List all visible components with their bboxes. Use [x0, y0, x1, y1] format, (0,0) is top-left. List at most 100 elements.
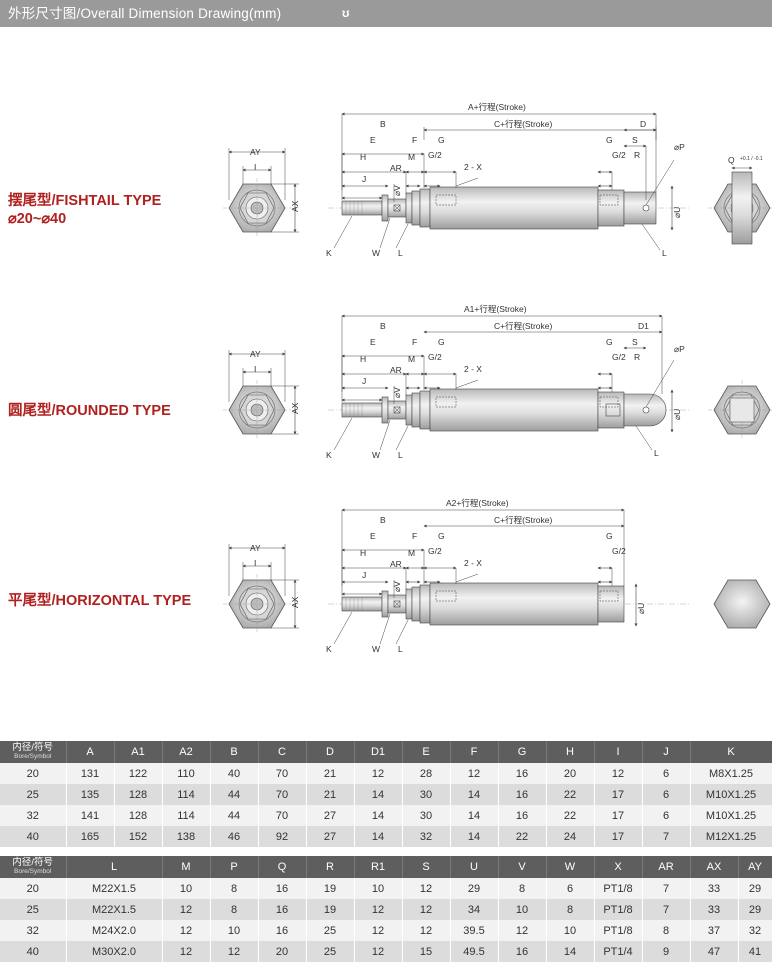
table-cell: 70 — [258, 805, 307, 826]
svg-text:K: K — [326, 248, 332, 258]
svg-text:G: G — [438, 531, 445, 541]
table-cell: 12 — [450, 763, 499, 784]
table-cell: 6 — [642, 805, 691, 826]
table-cell: 32 — [738, 920, 772, 941]
svg-text:2 - X: 2 - X — [464, 162, 482, 172]
column-header: L — [66, 856, 163, 878]
bore-cell: 40 — [0, 826, 67, 847]
svg-text:C+行程(Stroke): C+行程(Stroke) — [494, 321, 552, 331]
svg-text:K: K — [326, 450, 332, 460]
table-cell: 7 — [642, 826, 691, 847]
table-cell: 22 — [498, 826, 547, 847]
table-cell: 16 — [258, 899, 307, 920]
table-cell: 14 — [354, 805, 403, 826]
table-cell: PT1/8 — [594, 920, 643, 941]
svg-text:E: E — [370, 531, 376, 541]
svg-text:W: W — [372, 450, 380, 460]
svg-text:+0.1 / -0.1: +0.1 / -0.1 — [740, 156, 763, 162]
svg-text:B: B — [380, 515, 386, 525]
svg-text:A2+行程(Stroke): A2+行程(Stroke) — [446, 498, 509, 508]
table-cell: 8 — [642, 920, 691, 941]
bore-cell: 25 — [0, 899, 67, 920]
table-cell: 16 — [498, 784, 547, 805]
svg-text:⌀U: ⌀U — [672, 207, 682, 218]
svg-text:R: R — [634, 352, 640, 362]
svg-text:AR: AR — [390, 559, 402, 569]
svg-text:G/2: G/2 — [428, 150, 442, 160]
table-cell: 22 — [546, 784, 595, 805]
svg-text:B: B — [380, 321, 386, 331]
table-cell: 33 — [690, 878, 739, 899]
table-cell: 12 — [354, 920, 403, 941]
column-header: AX — [690, 856, 739, 878]
section-title: 外形尺寸图/Overall Dimension Drawing(mm) — [8, 6, 282, 21]
column-header: M — [162, 856, 211, 878]
table-cell: 12 — [162, 920, 211, 941]
table-cell: 14 — [450, 784, 499, 805]
svg-text:S: S — [632, 135, 638, 145]
table-cell: 21 — [306, 763, 355, 784]
table-cell: 29 — [450, 878, 499, 899]
table-cell: 8 — [210, 878, 259, 899]
fishtail-side-view: A+行程(Stroke) C+行程(Stroke) D B E F G G S … — [326, 102, 691, 258]
svg-text:D: D — [640, 119, 646, 129]
horizontal-end-view — [713, 579, 771, 629]
table-cell: 46 — [210, 826, 259, 847]
column-header: A — [66, 741, 115, 763]
svg-text:J: J — [362, 174, 366, 184]
table-cell: 39.5 — [450, 920, 499, 941]
column-header: A1 — [114, 741, 163, 763]
column-header: G — [498, 741, 547, 763]
svg-text:I: I — [254, 558, 256, 568]
table-cell: 131 — [66, 763, 115, 784]
table-cell: 20 — [258, 941, 307, 962]
column-header: W — [546, 856, 595, 878]
table-cell: 12 — [210, 941, 259, 962]
svg-text:I: I — [254, 162, 256, 172]
rounded-front-view: AY I AX — [222, 349, 300, 441]
column-header: H — [546, 741, 595, 763]
table-cell: 28 — [402, 763, 451, 784]
table-cell: 40 — [210, 763, 259, 784]
svg-text:R: R — [634, 150, 640, 160]
table-cell: 27 — [306, 805, 355, 826]
bore-cell: 20 — [0, 763, 67, 784]
table-cell: 16 — [498, 763, 547, 784]
table-cell: M22X1.5 — [66, 899, 163, 920]
column-header: U — [450, 856, 499, 878]
bore-cell: 40 — [0, 941, 67, 962]
table-cell: 14 — [354, 784, 403, 805]
svg-text:⌀U: ⌀U — [636, 603, 646, 614]
svg-text:F: F — [412, 531, 417, 541]
table-cell: 41 — [738, 941, 772, 962]
column-header: A2 — [162, 741, 211, 763]
table-cell: 6 — [546, 878, 595, 899]
svg-text:E: E — [370, 337, 376, 347]
table-cell: 16 — [498, 805, 547, 826]
table-cell: 10 — [210, 920, 259, 941]
svg-text:AX: AX — [290, 402, 300, 414]
column-header: R1 — [354, 856, 403, 878]
column-header: S — [402, 856, 451, 878]
rounded-type-label: 圆尾型/ROUNDED TYPE — [8, 403, 171, 419]
table-cell: 16 — [498, 941, 547, 962]
table-cell: 30 — [402, 805, 451, 826]
table-cell: PT1/8 — [594, 878, 643, 899]
table-cell: 70 — [258, 763, 307, 784]
svg-text:M: M — [408, 152, 415, 162]
svg-text:⌀V: ⌀V — [392, 581, 402, 592]
table-cell: 12 — [402, 920, 451, 941]
table-cell: 8 — [546, 899, 595, 920]
table-cell: 29 — [738, 899, 772, 920]
table-cell: 30 — [402, 784, 451, 805]
table-cell: 92 — [258, 826, 307, 847]
table-cell: 70 — [258, 784, 307, 805]
svg-text:I: I — [254, 364, 256, 374]
rounded-end-view — [707, 379, 772, 441]
svg-text:F: F — [412, 337, 417, 347]
svg-text:⌀V: ⌀V — [392, 185, 402, 196]
